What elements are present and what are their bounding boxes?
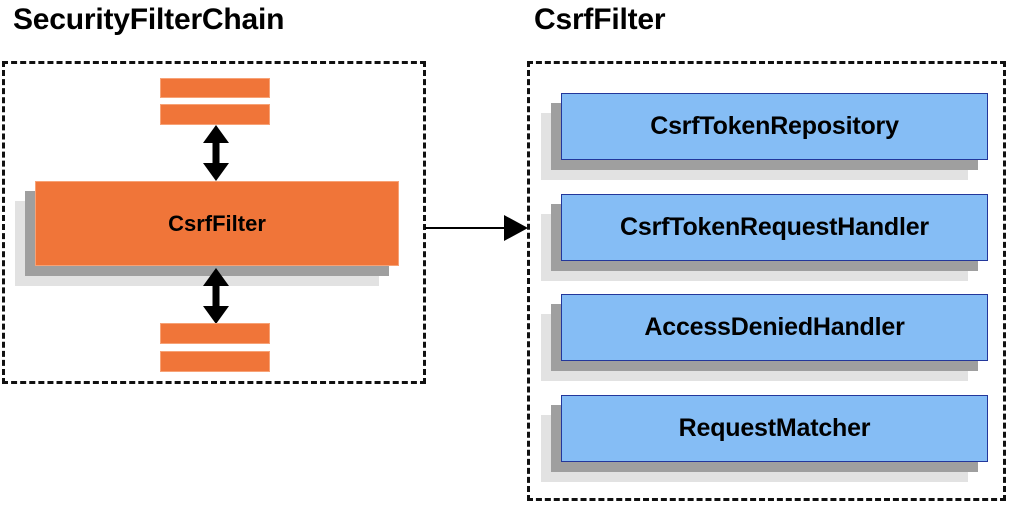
arrow-head-right [504,215,528,241]
node-label: AccessDeniedHandler [561,294,988,361]
node-label: RequestMatcher [561,395,988,462]
csrf-filter-container [527,61,1006,501]
node-csrf-filter[interactable]: CsrfFilter [15,181,399,286]
page-title-security-filter-chain: SecurityFilterChain [13,3,285,36]
node-label: CsrfTokenRepository [561,93,988,160]
node-label: CsrfTokenRequestHandler [561,194,988,261]
page-title-csrf-filter: CsrfFilter [534,3,666,36]
filter-bar-below-2 [160,351,270,372]
security-filter-chain-container [2,61,426,384]
arrow-shaft [212,139,220,167]
node-request-matcher[interactable]: RequestMatcher [541,395,988,482]
node-csrf-token-request-handler[interactable]: CsrfTokenRequestHandler [541,194,988,281]
filter-bar-above-2 [160,104,270,125]
arrow-head-down [203,306,229,324]
node-csrf-filter-label: CsrfFilter [35,181,399,266]
node-access-denied-handler[interactable]: AccessDeniedHandler [541,294,988,381]
arrow-head-down [203,163,229,181]
filter-bar-above-1 [160,78,270,98]
arrow-head-up [203,125,229,143]
arrow-shaft [425,227,504,229]
arrow-shaft [212,282,220,310]
arrow-head-up [203,268,229,286]
node-csrf-token-repository[interactable]: CsrfTokenRepository [541,93,988,180]
filter-bar-below-1 [160,323,270,344]
